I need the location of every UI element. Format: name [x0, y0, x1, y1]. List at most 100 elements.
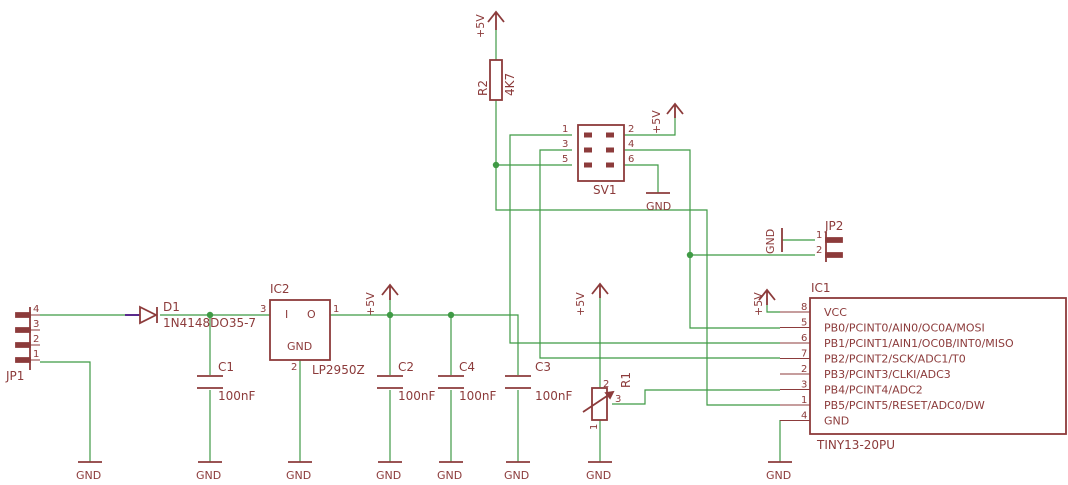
ic1-pin-number: 7 — [801, 349, 807, 360]
junction-dot — [206, 311, 214, 319]
c3-capacitor: C3 100nF — [505, 360, 573, 403]
jp1-pin-number: 3 — [33, 319, 39, 330]
ic1-pin-number: 3 — [801, 380, 807, 391]
ic1-pin-name: GND — [824, 415, 849, 428]
ic1-value: TINY13-20PU — [816, 438, 895, 452]
junction-dot — [686, 251, 694, 259]
gnd-symbol-jp2: GND — [764, 228, 783, 254]
svg-text:GND: GND — [766, 469, 791, 482]
ic1-pin-name: PB0/PCINT0/AIN0/OC0A/MOSI — [824, 322, 985, 335]
r2-ref: R2 — [476, 80, 490, 96]
svg-text:100nF: 100nF — [398, 389, 436, 403]
svg-text:100nF: 100nF — [459, 389, 497, 403]
ic1-pin-name: PB4/PCINT4/ADC2 — [824, 384, 923, 397]
c2-capacitor: C2 100nF — [377, 360, 436, 403]
svg-text:3: 3 — [562, 139, 568, 150]
svg-text:1: 1 — [589, 424, 600, 430]
d1-diode: D1 1N4148DO35-7 — [125, 300, 256, 330]
ic1-pin-number: 4 — [801, 411, 807, 422]
gnd-symbol-c1: GND — [196, 461, 222, 482]
svg-text:+5V: +5V — [364, 292, 377, 316]
svg-text:GND: GND — [376, 469, 401, 482]
svg-text:GND: GND — [646, 200, 671, 213]
d1-ref: D1 — [163, 300, 180, 314]
jp1-pin-number: 4 — [33, 304, 39, 315]
ic1-pin-name: PB2/PCINT2/SCK/ADC1/T0 — [824, 353, 966, 366]
svg-text:+5V: +5V — [474, 14, 487, 38]
gnd-symbol-c2: GND — [376, 461, 402, 482]
svg-text:2: 2 — [628, 124, 634, 135]
ic1-pin-name: PB1/PCINT1/AIN1/OC0B/INT0/MISO — [824, 337, 1014, 350]
svg-text:1: 1 — [562, 124, 568, 135]
svg-text:+5V: +5V — [752, 292, 765, 316]
svg-text:+5V: +5V — [650, 110, 663, 134]
svg-text:5: 5 — [562, 154, 568, 165]
ic1-microcontroller: IC1 TINY13-20PU 8 VCC 5 PB0/PCINT0/AIN0/OC0… — [780, 281, 1067, 452]
vcc-symbol-r1: +5V — [574, 282, 609, 316]
ic1-pin-name: VCC — [824, 306, 847, 319]
svg-text:2: 2 — [603, 379, 609, 390]
vcc-symbol-r2: +5V — [474, 10, 505, 38]
svg-text:4: 4 — [628, 139, 634, 150]
ic1-pin-name: PB5/PCINT5/RESET/ADC0/DW — [824, 399, 985, 412]
ic1-pin-number: 6 — [801, 333, 807, 344]
gnd-symbol-sv1: GND — [646, 192, 671, 213]
ic1-pin-number: 8 — [801, 302, 807, 313]
ic1-pin-number: 5 — [801, 318, 807, 329]
jp1-pin-number: 1 — [33, 349, 39, 360]
vcc-symbol-ic1: +5V — [752, 288, 776, 316]
svg-text:100nF: 100nF — [218, 389, 256, 403]
r2-resistor: R2 4K7 — [476, 59, 517, 101]
junction-dot — [492, 161, 500, 169]
jp1-pin-number: 2 — [33, 334, 39, 345]
c4-capacitor: C4 100nF — [438, 360, 497, 403]
r1-potentiometer: 2 3 1 R1 — [582, 372, 633, 430]
svg-text:2: 2 — [291, 362, 297, 373]
svg-text:I: I — [285, 308, 288, 321]
svg-text:GND: GND — [437, 469, 462, 482]
gnd-symbol-c3: GND — [504, 461, 530, 482]
ic1-pin-list: 8 VCC 5 PB0/PCINT0/AIN0/OC0A/MOSI 6 PB1/PCINT… — [780, 302, 1014, 428]
gnd-symbol-c4: GND — [437, 461, 463, 482]
svg-text:GND: GND — [504, 469, 529, 482]
svg-text:C2: C2 — [398, 360, 414, 374]
svg-text:GND: GND — [586, 469, 611, 482]
vcc-symbol-ic2: +5V — [364, 283, 399, 316]
svg-text:GND: GND — [287, 340, 312, 353]
svg-text:100nF: 100nF — [535, 389, 573, 403]
jp1-connector: 4 3 2 1 JP1 — [5, 304, 40, 383]
svg-text:GND: GND — [196, 469, 221, 482]
svg-text:GND: GND — [76, 469, 101, 482]
jp2-ref: JP2 — [824, 219, 843, 233]
svg-text:C4: C4 — [459, 360, 475, 374]
d1-value: 1N4148DO35-7 — [163, 316, 256, 330]
ic2-ref: IC2 — [270, 282, 290, 296]
sv1-header: 1 3 5 2 4 6 SV1 — [562, 124, 634, 197]
r1-ref: R1 — [619, 372, 633, 388]
svg-text:C1: C1 — [218, 360, 234, 374]
jp1-ref: JP1 — [5, 369, 24, 383]
ic1-pin-number: 2 — [801, 364, 807, 375]
svg-text:+5V: +5V — [574, 292, 587, 316]
gnd-symbol-jp1: GND — [76, 461, 102, 482]
sv1-ref: SV1 — [593, 183, 616, 197]
svg-text:GND: GND — [764, 229, 777, 254]
r2-value: 4K7 — [503, 73, 517, 96]
gnd-symbol-ic2: GND — [286, 461, 312, 482]
svg-text:6: 6 — [628, 154, 634, 165]
junction-dot — [447, 311, 455, 319]
junction-dot — [386, 311, 394, 319]
ic1-pin-number: 1 — [801, 395, 807, 406]
svg-text:GND: GND — [286, 469, 311, 482]
ic1-ref: IC1 — [811, 281, 831, 295]
svg-text:1: 1 — [333, 304, 339, 315]
gnd-symbol-r1: GND — [586, 461, 612, 482]
ic2-value: LP2950Z — [312, 363, 365, 377]
c1-capacitor: C1 100nF — [197, 360, 256, 403]
svg-text:3: 3 — [260, 304, 266, 315]
svg-text:3: 3 — [615, 394, 621, 405]
ic2-regulator: I O GND 3 1 2 IC2 LP2950Z — [260, 282, 365, 377]
gnd-symbol-ic1: GND — [766, 461, 792, 482]
svg-text:O: O — [307, 308, 316, 321]
